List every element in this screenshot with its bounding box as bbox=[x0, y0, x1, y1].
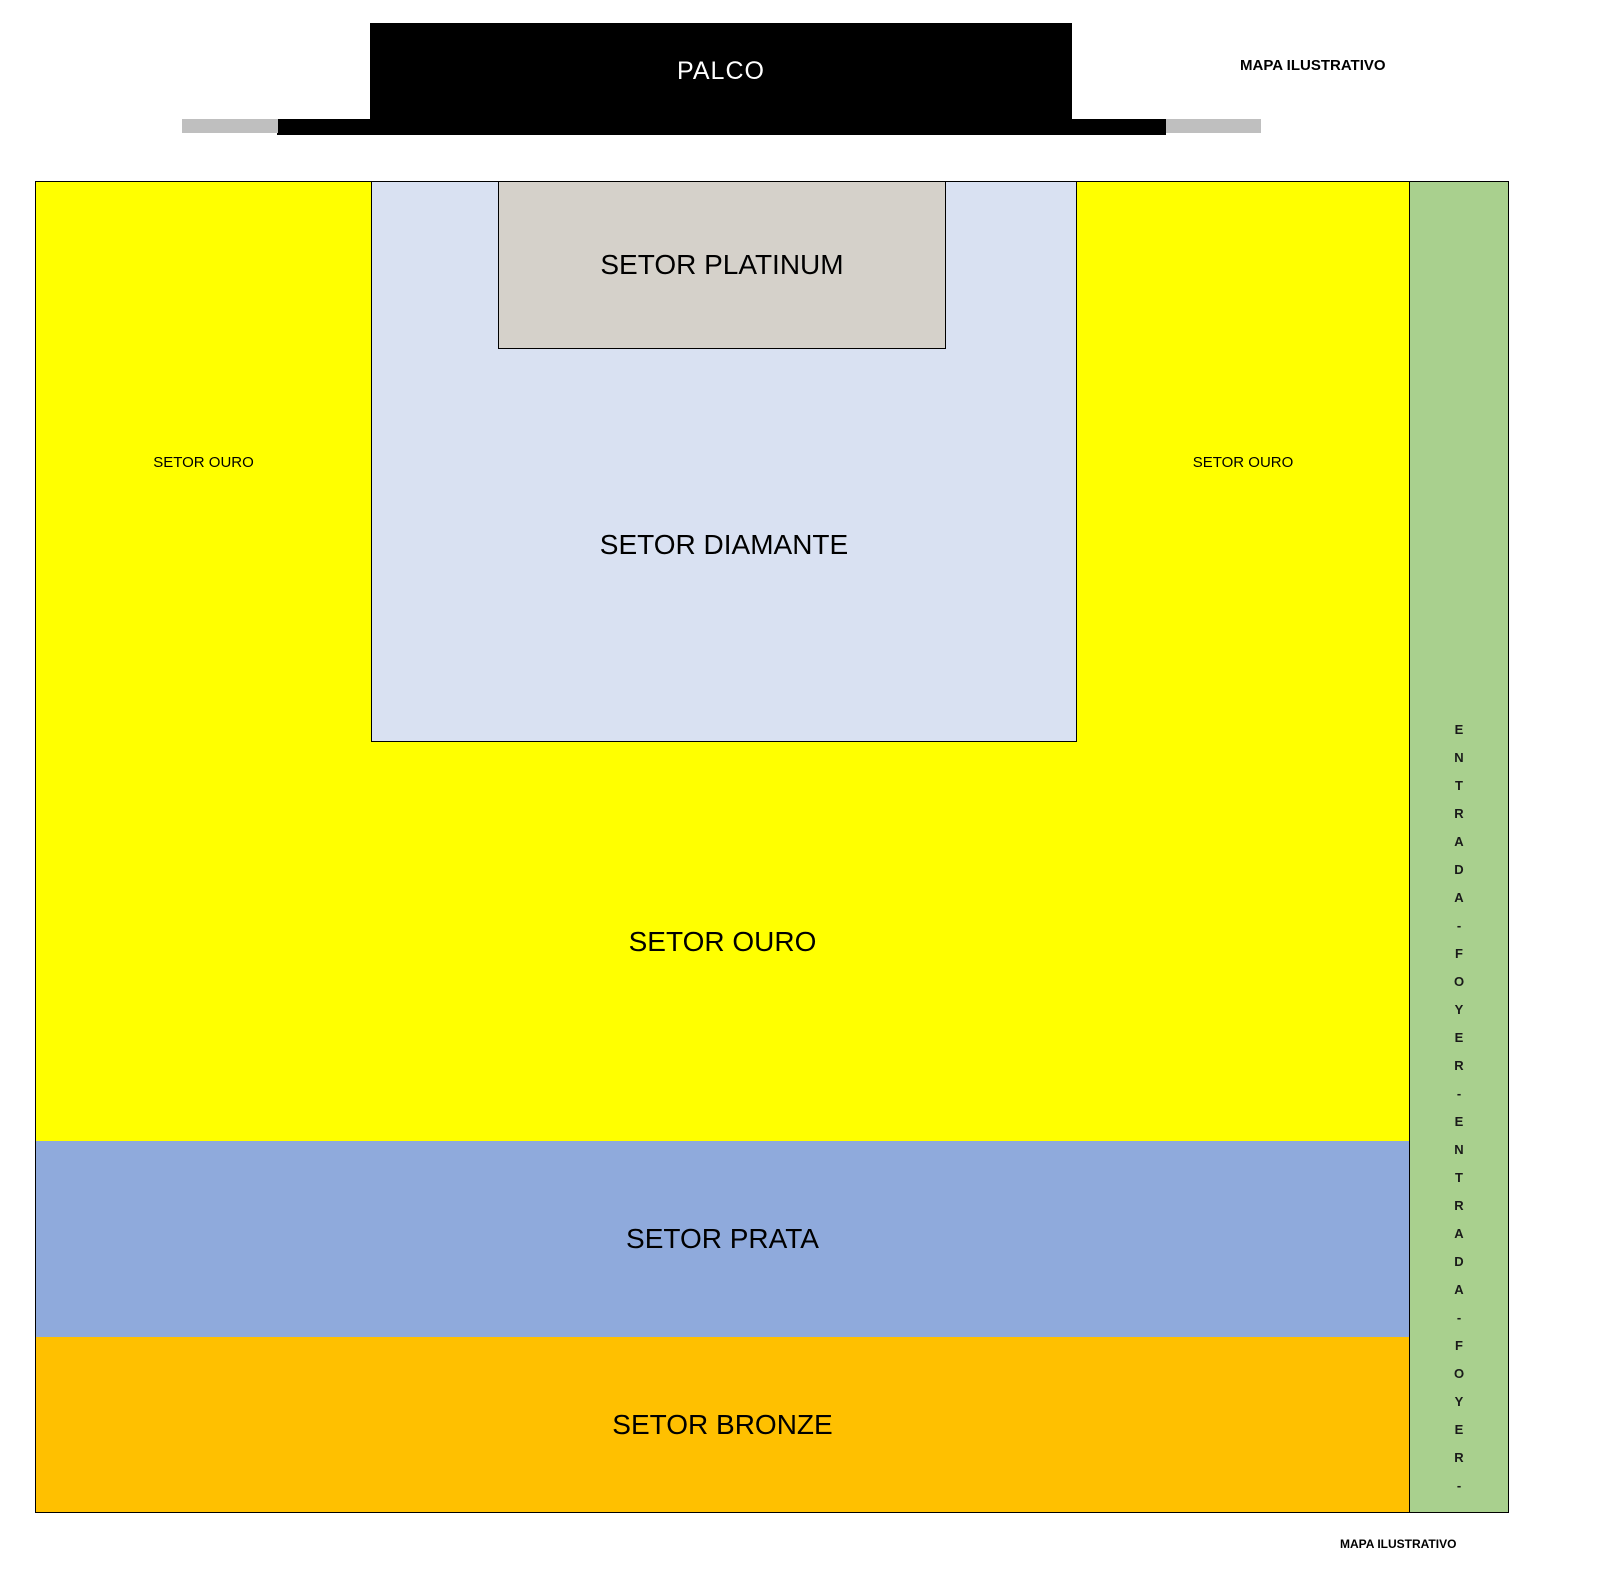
sector-platinum-label: SETOR PLATINUM bbox=[600, 249, 844, 280]
sector-bronze: SETOR BRONZE bbox=[36, 1337, 1409, 1512]
sector-ouro-left-region: SETOR OURO bbox=[36, 182, 371, 742]
sector-prata: SETOR PRATA bbox=[36, 1141, 1409, 1337]
stage-base-bar bbox=[277, 119, 1166, 135]
sector-prata-label: SETOR PRATA bbox=[626, 1223, 819, 1254]
sector-ouro-main-region: SETOR OURO bbox=[36, 742, 1409, 1141]
sector-ouro-left-label: SETOR OURO bbox=[153, 453, 254, 471]
sector-diamante: SETOR PLATINUM SETOR DIAMANTE bbox=[371, 182, 1077, 742]
sector-bronze-label: SETOR BRONZE bbox=[612, 1408, 833, 1440]
entrance-foyer-strip: E N T R A D A - F O Y E R - E N T R A D … bbox=[1409, 182, 1508, 1512]
sector-ouro-right-region: SETOR OURO bbox=[1077, 182, 1409, 742]
sector-diamante-label-area: SETOR DIAMANTE bbox=[372, 349, 1076, 740]
sector-diamante-label: SETOR DIAMANTE bbox=[599, 528, 849, 560]
venue-map: SETOR OURO SETOR OURO SETOR OURO SETOR P… bbox=[35, 181, 1509, 1513]
stage-label: PALCO bbox=[677, 56, 765, 85]
sector-platinum: SETOR PLATINUM bbox=[498, 182, 946, 349]
map-note-bottom: MAPA ILUSTRATIVO bbox=[1340, 1537, 1457, 1551]
entrance-foyer-vertical-text: E N T R A D A - F O Y E R - E N T R A D … bbox=[1453, 722, 1465, 1493]
sector-ouro-label: SETOR OURO bbox=[628, 925, 817, 957]
stage-wing-left bbox=[182, 119, 278, 133]
stage: PALCO bbox=[370, 23, 1072, 119]
stage-wing-right bbox=[1166, 119, 1261, 133]
sector-ouro-right-label: SETOR OURO bbox=[1192, 453, 1294, 471]
map-note-top: MAPA ILUSTRATIVO bbox=[1240, 57, 1386, 74]
